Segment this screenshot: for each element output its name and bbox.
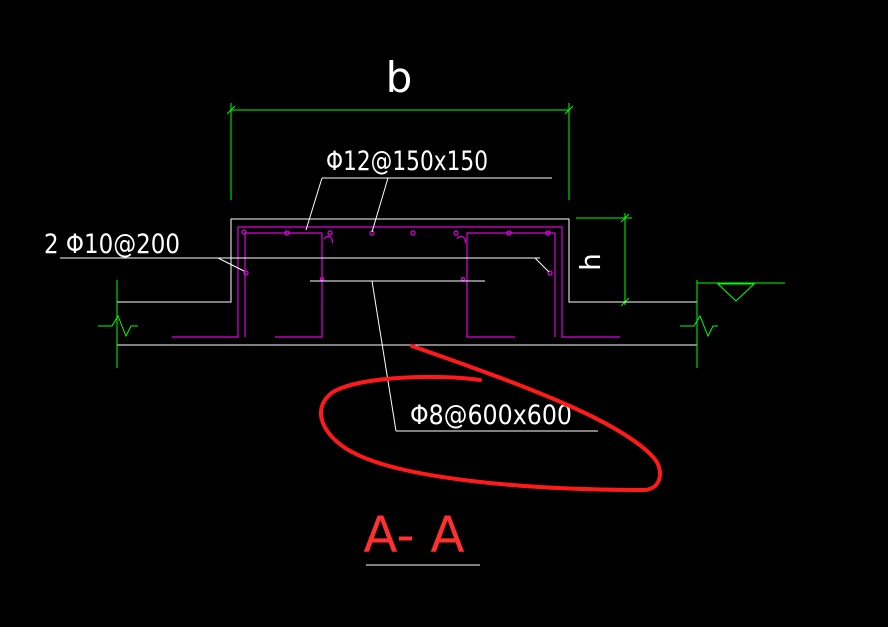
dimension-h-tick-top: [620, 213, 630, 223]
rebar-dot: [453, 230, 459, 236]
rebar-dot: [410, 230, 416, 236]
rebar-leg-inner-right: [466, 232, 555, 338]
leader-side-right: [534, 257, 550, 273]
rebar-dot: [327, 230, 333, 236]
break-line-right-icon: [680, 314, 718, 338]
rebar-dot: [460, 276, 466, 282]
leader-top-1: [305, 177, 323, 231]
rebar-dot: [545, 230, 551, 236]
leader-top-2: [371, 177, 389, 233]
rebar-dot: [506, 230, 512, 236]
ground-lines: [98, 280, 785, 368]
leader-lines: [60, 177, 598, 432]
bottom-rebar-label: Φ8@600x600: [410, 400, 572, 431]
section-title: A- A: [363, 506, 464, 564]
rebar-leg-inner-left: [245, 232, 323, 338]
rebar-dot: [243, 270, 249, 276]
dimension-b-tick-right: [564, 105, 574, 115]
red-ellipse-mark: [319, 344, 663, 492]
red-highlight-annotation: [319, 344, 663, 492]
dimension-b-label: b: [386, 53, 413, 102]
rebar-hook-1: [323, 235, 334, 244]
leader-side-left: [217, 257, 245, 272]
concrete-outline: [117, 218, 697, 346]
rebar-hook-2: [456, 235, 467, 244]
rebar-dot: [547, 270, 553, 276]
ground-level-triangle-icon: [716, 283, 756, 302]
dimension-b-tick-left: [226, 105, 236, 115]
top-rebar-label: Φ12@150x150: [326, 146, 488, 177]
dimension-h-label: h: [574, 253, 607, 271]
break-line-left-icon: [98, 314, 138, 338]
rebar-group: [172, 226, 620, 338]
raised-slab-outline: [117, 218, 697, 303]
rebar-outer-cage: [172, 226, 620, 338]
rebar-dot: [241, 229, 247, 235]
leader-bottom-1: [371, 280, 397, 432]
side-rebar-label: 2 Φ10@200: [44, 229, 180, 260]
rebar-dot: [284, 230, 290, 236]
dimension-b: [226, 103, 574, 200]
